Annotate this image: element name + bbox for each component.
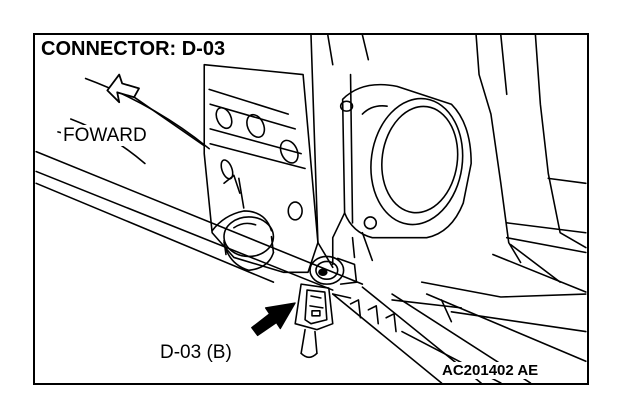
connector-location-illustration xyxy=(35,35,587,383)
figure-code: AC201402 AE xyxy=(440,362,541,379)
connector-callout-label: D-03 (B) xyxy=(158,342,234,363)
adjuster-knob xyxy=(211,210,275,272)
direction-label: FOWARD xyxy=(61,125,149,146)
bracket-plate xyxy=(203,63,319,274)
diagram-title: CONNECTOR: D-03 xyxy=(41,39,229,60)
harness-clips xyxy=(331,293,397,333)
solid-arrow-icon xyxy=(251,302,296,337)
harness-connector xyxy=(294,283,334,359)
seat-frame xyxy=(310,35,587,323)
hollow-arrow-icon xyxy=(106,73,140,104)
motor-housing xyxy=(331,83,472,266)
diagram-frame: CONNECTOR: D-03 FOWARD D-03 (B) AC201402… xyxy=(33,33,589,385)
connector-boot xyxy=(309,255,358,285)
